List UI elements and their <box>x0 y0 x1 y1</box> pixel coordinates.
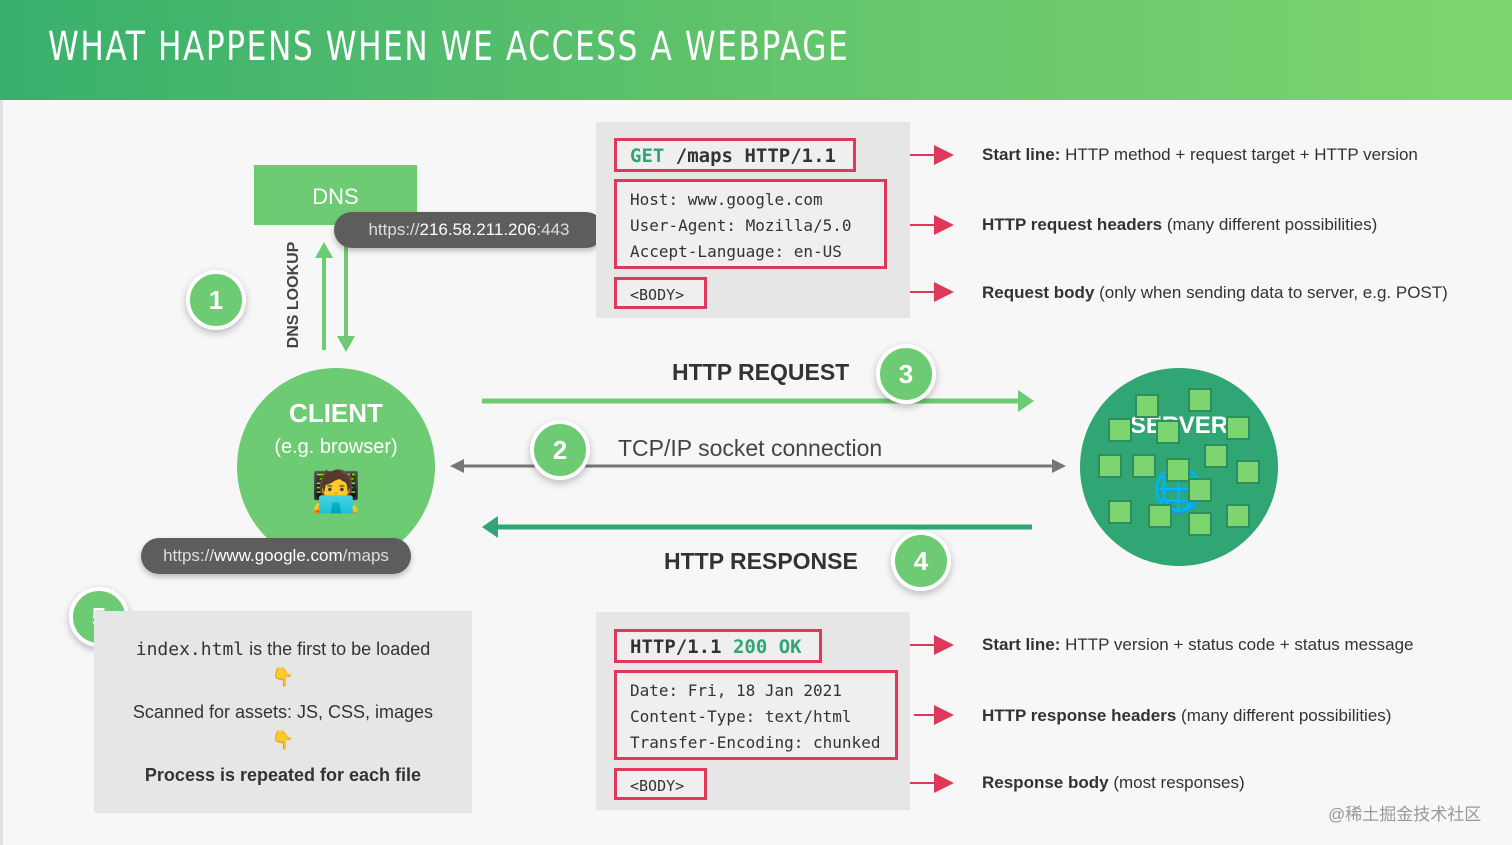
server-block <box>1108 500 1132 524</box>
dns-ip-address-pill: https://216.58.211.206:443 <box>334 212 604 248</box>
request-headers-annotation: HTTP request headers (many different pos… <box>982 215 1378 234</box>
response-start-line: HTTP/1.1 200 OK <box>614 629 822 663</box>
server-block <box>1166 458 1190 482</box>
request-header-line: User-Agent: Mozilla/5.0 <box>630 216 852 235</box>
request-start-line: GET /maps HTTP/1.1 <box>614 138 856 172</box>
server-block <box>1204 444 1228 468</box>
client-title: CLIENT <box>289 398 383 428</box>
request-method: GET <box>630 145 665 167</box>
server-block <box>1188 388 1212 412</box>
ip-port: :443 <box>536 220 570 239</box>
response-header-line: Transfer-Encoding: chunked <box>630 733 881 752</box>
response-headers-box: Date: Fri, 18 Jan 2021 Content-Type: tex… <box>614 670 898 760</box>
server-block <box>1188 512 1212 536</box>
server-block <box>1108 418 1132 442</box>
server-block <box>1236 460 1260 484</box>
request-body-box: <BODY> <box>614 277 707 309</box>
person-with-laptop-icon: 🧑‍💻 <box>311 470 361 514</box>
server-block <box>1098 454 1122 478</box>
request-target: /maps <box>675 145 733 167</box>
watermark: @稀土掘金技术社区 <box>1328 805 1482 824</box>
response-headers-annotation: HTTP response headers (many different po… <box>982 706 1392 725</box>
step5-line-2: Scanned for assets: JS, CSS, images <box>132 702 434 722</box>
http-response-arrow <box>482 516 1032 538</box>
page-title: WHAT HAPPENS WHEN WE ACCESS A WEBPAGE <box>48 24 850 70</box>
tcp-connection-label: TCP/IP socket connection <box>618 435 883 461</box>
step-4-badge: 4 <box>891 531 951 591</box>
response-header-line: Content-Type: text/html <box>630 707 852 726</box>
client-url-pill: https://www.google.com/maps <box>141 538 411 574</box>
request-headers-box: Host: www.google.com User-Agent: Mozilla… <box>614 179 887 269</box>
url-path: /maps <box>342 546 389 565</box>
pointing-down-hand-icon: 👇 <box>271 667 295 687</box>
request-version: HTTP/1.1 <box>744 145 836 167</box>
client-subtitle: (e.g. browser) <box>274 436 398 458</box>
response-body-label: <BODY> <box>630 777 685 795</box>
response-header-line: Date: Fri, 18 Jan 2021 <box>630 681 842 700</box>
http-request-arrow <box>482 390 1034 412</box>
response-status: 200 OK <box>732 636 802 658</box>
url-scheme: https:// <box>163 546 215 565</box>
server-circle: 🌐 SERVER <box>1080 368 1278 566</box>
request-body-label: <BODY> <box>630 286 685 304</box>
ip-host: 216.58.211.206 <box>419 220 537 239</box>
server-block <box>1135 394 1159 418</box>
server-block <box>1132 454 1156 478</box>
request-header-line: Host: www.google.com <box>630 190 823 209</box>
step-1-badge: 1 <box>186 270 246 330</box>
http-response-label: HTTP RESPONSE <box>664 548 858 574</box>
asset-loading-box: index.html is the first to be loaded 👇 S… <box>94 611 472 813</box>
header-banner: WHAT HAPPENS WHEN WE ACCESS A WEBPAGE <box>0 0 1512 100</box>
step5-line-1: index.html is the first to be loaded <box>135 639 431 660</box>
response-start-annotation: Start line: HTTP version + status code +… <box>982 635 1414 654</box>
response-version: HTTP/1.1 <box>630 636 722 658</box>
url-host: www.google.com <box>214 546 343 565</box>
http-request-label: HTTP REQUEST <box>672 359 850 385</box>
pointing-down-hand-icon: 👇 <box>271 730 295 750</box>
server-block <box>1148 504 1172 528</box>
client-circle: CLIENT (e.g. browser) 🧑‍💻 <box>237 368 435 566</box>
ip-scheme: https:// <box>368 220 420 239</box>
step5-line-3: Process is repeated for each file <box>144 765 422 785</box>
server-block <box>1156 420 1180 444</box>
request-header-line: Accept-Language: en-US <box>630 242 842 261</box>
server-block <box>1226 416 1250 440</box>
request-body-annotation: Request body (only when sending data to … <box>982 283 1448 302</box>
request-start-annotation: Start line: HTTP method + request target… <box>982 145 1418 164</box>
server-block <box>1188 478 1212 502</box>
server-block <box>1226 504 1250 528</box>
left-edge-line <box>0 100 3 845</box>
dns-lookup-arrows <box>315 242 355 352</box>
response-body-box: <BODY> <box>614 768 707 800</box>
response-body-annotation: Response body (most responses) <box>982 773 1245 792</box>
step-2-badge: 2 <box>530 420 590 480</box>
dns-lookup-label: DNS LOOKUP <box>285 241 302 349</box>
step-3-badge: 3 <box>876 344 936 404</box>
